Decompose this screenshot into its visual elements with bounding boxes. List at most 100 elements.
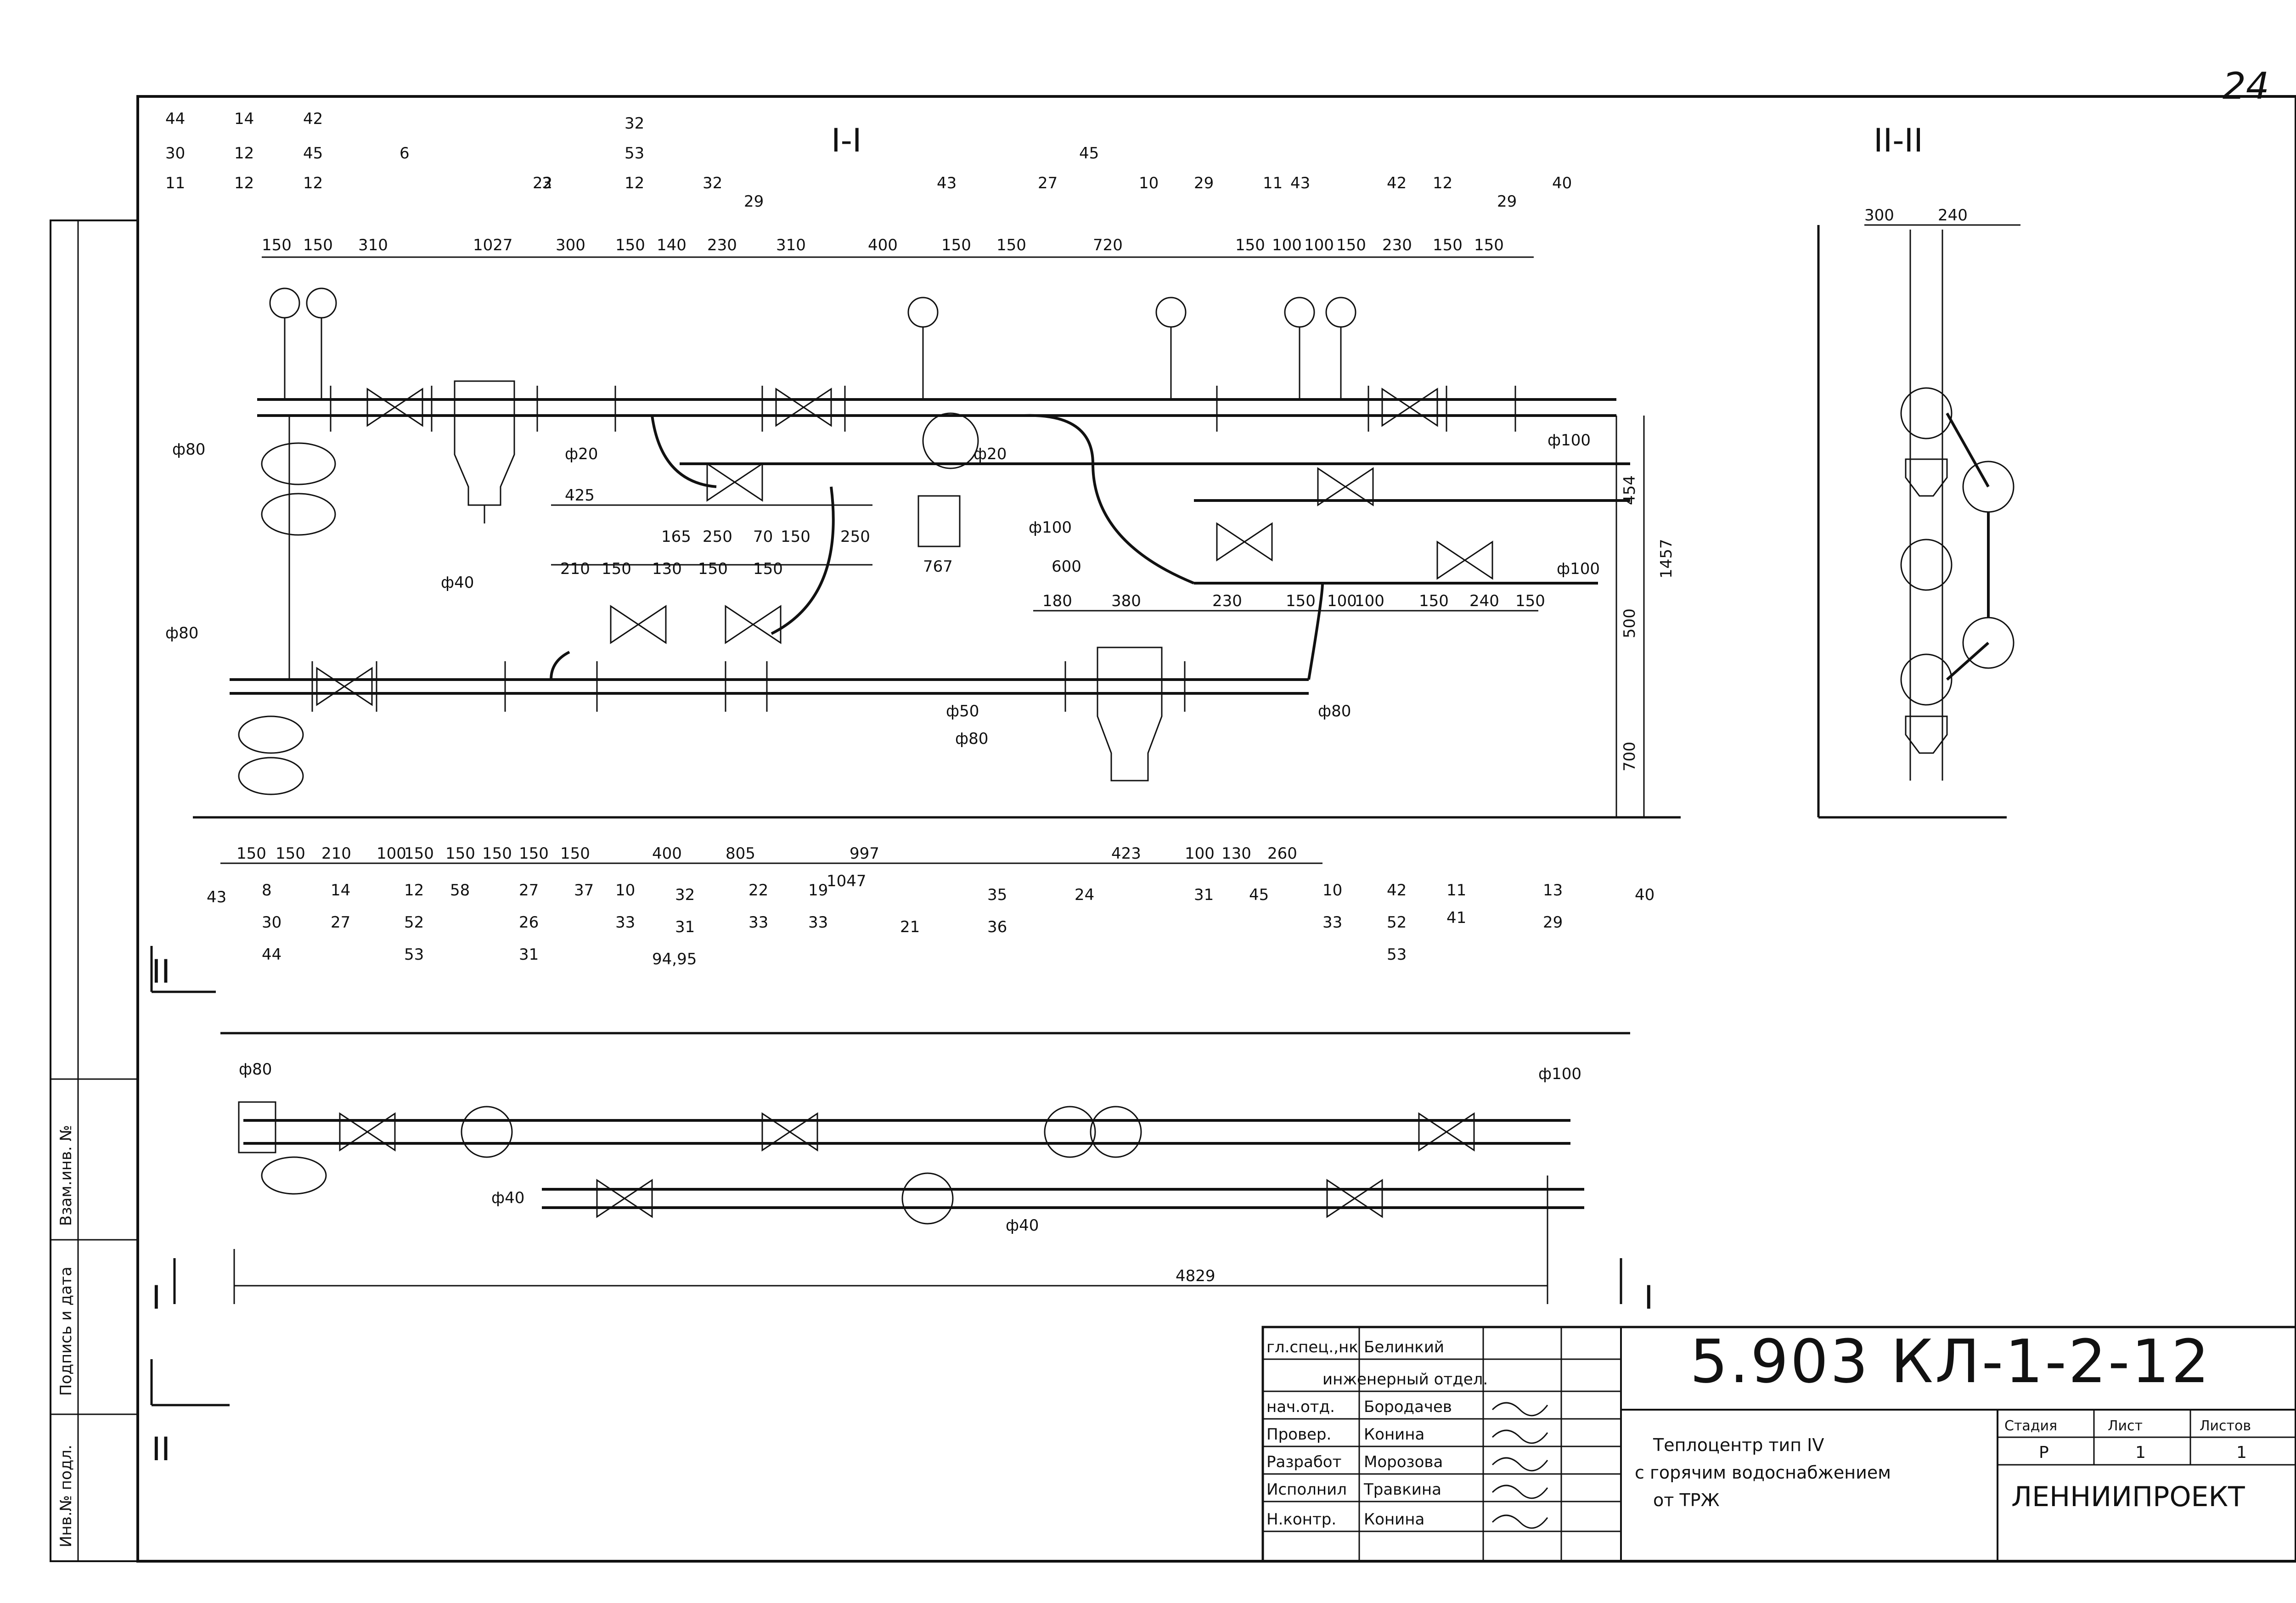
svg-text:42: 42 — [1387, 174, 1407, 192]
valve-icon — [610, 605, 667, 644]
svg-text:22: 22 — [533, 174, 552, 192]
svg-text:12: 12 — [303, 174, 323, 192]
svg-text:ф20: ф20 — [974, 445, 1007, 463]
svg-text:Разработ: Разработ — [1266, 1453, 1341, 1471]
svg-text:30: 30 — [165, 144, 185, 163]
svg-text:150: 150 — [303, 236, 333, 254]
top-dimensions: 150 150 310 1027 300 150 140 230 310 400… — [262, 236, 1504, 254]
svg-text:805: 805 — [726, 844, 755, 863]
svg-text:31: 31 — [675, 918, 695, 936]
svg-text:240: 240 — [1938, 206, 1968, 225]
svg-text:53: 53 — [625, 144, 644, 163]
svg-text:10: 10 — [1322, 881, 1342, 900]
svg-text:230: 230 — [1382, 236, 1412, 254]
svg-text:14: 14 — [234, 110, 254, 128]
side-dimensions: 300 240 — [1864, 206, 1968, 225]
title-line-3: от ТРЖ — [1653, 1490, 1720, 1510]
svg-text:250: 250 — [703, 528, 732, 546]
svg-text:33: 33 — [748, 913, 768, 932]
svg-text:12: 12 — [234, 174, 254, 192]
valve-icon — [706, 463, 763, 501]
valve-icon — [775, 388, 832, 427]
svg-text:150: 150 — [560, 844, 590, 863]
svg-text:150: 150 — [996, 236, 1026, 254]
svg-text:ф20: ф20 — [565, 445, 598, 463]
right-dimensions: 1457 700 500 454 — [1621, 475, 1676, 771]
svg-text:1047: 1047 — [827, 872, 867, 890]
bottom-reference-numbers: 43 8 30 44 14 27 12 52 53 58 27 26 31 37… — [207, 881, 1654, 968]
svg-text:100: 100 — [377, 844, 406, 863]
svg-text:I: I — [152, 1279, 161, 1316]
svg-text:24: 24 — [1075, 886, 1094, 904]
svg-text:100: 100 — [1272, 236, 1302, 254]
heat-exchanger — [917, 495, 961, 547]
diameter-labels: ф80 ф80 ф40 ф20 ф20 ф100 ф100 ф100 ф50 ф… — [165, 431, 1600, 1235]
svg-text:инженерный отдел.: инженерный отдел. — [1322, 1370, 1488, 1389]
svg-text:94,95: 94,95 — [652, 950, 697, 968]
sheet-number: 24 — [2223, 65, 2269, 107]
svg-text:ф80: ф80 — [172, 440, 205, 459]
svg-text:27: 27 — [519, 881, 539, 900]
svg-text:180: 180 — [1042, 592, 1072, 610]
bottom-dimensions: 150 150 210 100 150 150 150 150 150 400 … — [236, 844, 1297, 890]
title-line-1: Теплоцентр тип IV — [1653, 1435, 1824, 1455]
svg-text:767: 767 — [923, 557, 953, 576]
stamp-inv-label: Инв.№ подл. — [57, 1445, 75, 1547]
svg-text:600: 600 — [1052, 557, 1081, 576]
svg-text:Н.контр.: Н.контр. — [1266, 1510, 1336, 1529]
organization-name: ЛЕННИИПРОЕКТ — [2011, 1481, 2245, 1513]
svg-text:100: 100 — [1327, 592, 1357, 610]
svg-text:43: 43 — [937, 174, 957, 192]
sheet-value: 1 — [2135, 1443, 2146, 1462]
svg-text:31: 31 — [519, 945, 539, 964]
svg-text:400: 400 — [652, 844, 682, 863]
valve-icon — [1436, 541, 1493, 579]
svg-text:130: 130 — [1221, 844, 1251, 863]
svg-text:32: 32 — [675, 886, 695, 904]
svg-text:Бородачев: Бородачев — [1364, 1398, 1452, 1416]
svg-text:13: 13 — [1543, 881, 1563, 900]
svg-text:Исполнил: Исполнил — [1266, 1480, 1347, 1499]
svg-text:29: 29 — [1497, 192, 1517, 211]
svg-text:380: 380 — [1111, 592, 1141, 610]
water-meter — [261, 442, 336, 485]
svg-text:ф80: ф80 — [955, 730, 988, 748]
title-block — [1261, 1326, 2296, 1563]
svg-text:29: 29 — [744, 192, 764, 211]
svg-text:27: 27 — [331, 913, 350, 932]
svg-text:43: 43 — [1290, 174, 1310, 192]
svg-text:100: 100 — [1304, 236, 1334, 254]
svg-text:150: 150 — [1235, 236, 1265, 254]
svg-text:8: 8 — [262, 881, 272, 900]
svg-text:ф100: ф100 — [1548, 431, 1591, 450]
svg-text:150: 150 — [276, 844, 305, 863]
signatures — [1491, 1402, 1548, 1529]
valve-icon — [596, 1179, 653, 1218]
sheets-header: Листов — [2200, 1418, 2251, 1434]
svg-text:ф80: ф80 — [239, 1060, 272, 1079]
svg-text:29: 29 — [1543, 913, 1563, 932]
svg-text:29: 29 — [1194, 174, 1214, 192]
svg-text:12: 12 — [404, 881, 424, 900]
svg-text:ф100: ф100 — [1557, 560, 1600, 578]
plan-length-label: 4829 — [1176, 1267, 1216, 1285]
svg-text:53: 53 — [404, 945, 424, 964]
sheet-header: Лист — [2108, 1418, 2143, 1434]
svg-text:Травкина: Травкина — [1363, 1480, 1441, 1499]
svg-text:II: II — [152, 953, 170, 990]
svg-text:44: 44 — [165, 110, 185, 128]
svg-text:43: 43 — [207, 888, 226, 906]
svg-text:997: 997 — [850, 844, 879, 863]
svg-text:454: 454 — [1621, 475, 1639, 505]
svg-text:150: 150 — [236, 844, 266, 863]
svg-text:ф80: ф80 — [1318, 702, 1351, 720]
plan-view — [220, 1032, 1630, 1304]
svg-text:150: 150 — [1515, 592, 1545, 610]
valve-icon — [316, 667, 373, 706]
svg-text:Конина: Конина — [1364, 1425, 1424, 1444]
section-label-main: I-I — [831, 122, 862, 159]
svg-text:Белинкий: Белинкий — [1364, 1338, 1444, 1356]
top-reference-numbers: 44 30 11 14 12 12 42 45 12 6 22 3 32 53 … — [165, 110, 1572, 211]
svg-text:35: 35 — [987, 886, 1007, 904]
